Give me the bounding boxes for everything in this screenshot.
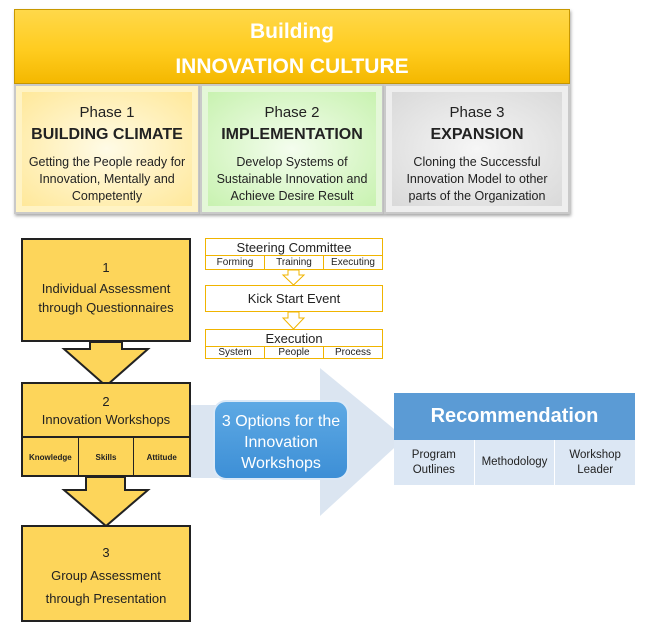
cell-process: Process [334, 347, 372, 358]
cell-forming: Forming [206, 256, 265, 269]
phase-2-description: Develop Systems of Sustainable Innovatio… [216, 155, 368, 203]
step-3-number: 3 [102, 545, 110, 560]
small-down-arrow-1 [281, 269, 306, 286]
recommendation-workshop-leader: Workshop Leader [569, 448, 621, 476]
step-3-line-2: through Presentation [45, 591, 167, 606]
small-down-arrow-2 [281, 311, 306, 330]
phase-2-box: Phase 2 IMPLEMENTATION Develop Systems o… [200, 84, 384, 214]
step-1-number: 1 [102, 260, 110, 275]
recommendation-items: Program Outlines Methodology Workshop Le… [394, 440, 635, 485]
phase-3-title: EXPANSION [430, 126, 524, 143]
step-3-box: 3 Group Assessment through Presentation [21, 525, 191, 622]
down-arrow-1 [61, 341, 151, 388]
phase-3-box: Phase 3 EXPANSION Cloning the Successful… [384, 84, 570, 214]
steering-committee-cells: Forming Training Executing [206, 255, 382, 269]
title-banner: Building INNOVATION CULTURE [14, 9, 570, 84]
down-arrow-2 [61, 476, 151, 528]
phase-3-description: Cloning the Successful Innovation Model … [406, 155, 548, 203]
steering-committee-box: Steering Committee Forming Training Exec… [205, 238, 383, 270]
step-2-box: 2 Innovation Workshops Knowledge Skills … [21, 382, 191, 477]
cell-system: System [206, 347, 265, 358]
step-3-line-1: Group Assessment [51, 568, 161, 583]
subitem-attitude: Attitude [146, 453, 177, 462]
execution-cells: System People Process [206, 346, 382, 358]
execution-title: Execution [265, 331, 323, 346]
steering-committee-title: Steering Committee [236, 240, 352, 255]
phase-2-title: IMPLEMENTATION [221, 126, 363, 143]
phase-2-number: Phase 2 [264, 104, 320, 121]
phase-1-description: Getting the People ready for Innovation,… [28, 155, 186, 203]
recommendation-program-outlines: Program Outlines [394, 440, 475, 485]
recommendation-methodology: Methodology [475, 440, 556, 485]
title-line-1: Building [250, 20, 334, 43]
options-bubble: 3 Options for the Innovation Workshops [213, 400, 349, 480]
cell-people: People [265, 347, 324, 358]
step-2-label: Innovation Workshops [41, 412, 171, 427]
phase-1-title: BUILDING CLIMATE [31, 126, 183, 143]
step-1-box: 1 Individual Assessment through Question… [21, 238, 191, 342]
kick-start-event-box: Kick Start Event [205, 285, 383, 312]
phase-1-number: Phase 1 [79, 104, 135, 121]
cell-executing: Executing [331, 257, 375, 268]
subitem-skills: Skills [79, 438, 135, 477]
cell-training: Training [265, 256, 324, 269]
phase-3-number: Phase 3 [449, 104, 505, 121]
recommendation-header: Recommendation [394, 393, 635, 440]
execution-box: Execution System People Process [205, 329, 383, 359]
title-line-2: INNOVATION CULTURE [175, 55, 409, 78]
phase-1-box: Phase 1 BUILDING CLIMATE Getting the Peo… [14, 84, 200, 214]
step-2-subitems: Knowledge Skills Attitude [23, 436, 189, 477]
step-1-label: Individual Assessment through Questionna… [38, 281, 174, 315]
subitem-knowledge: Knowledge [23, 438, 79, 477]
step-2-number: 2 [102, 394, 110, 409]
